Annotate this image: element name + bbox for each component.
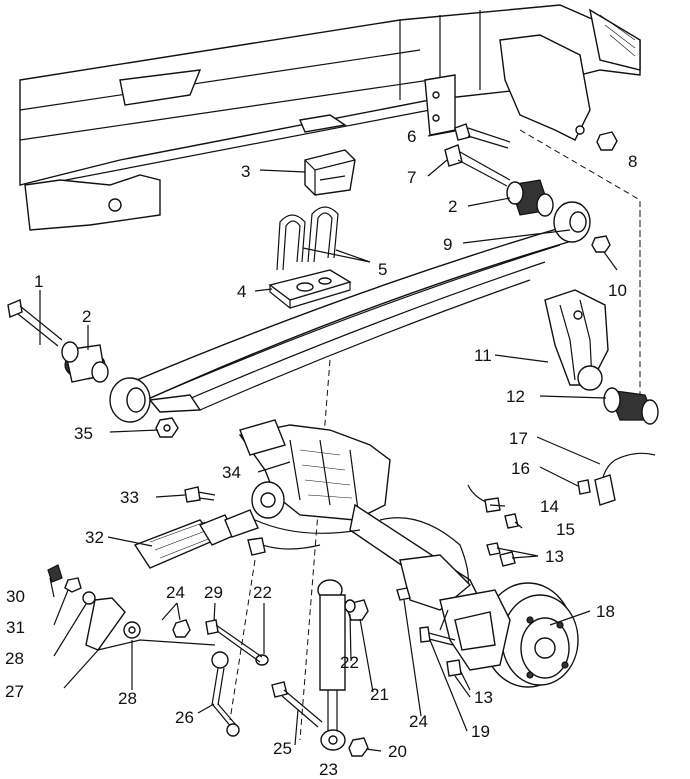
label-10: 10 <box>608 281 627 300</box>
label-6: 6 <box>407 127 416 146</box>
label-2-front: 2 <box>82 307 91 326</box>
front-bolt-part <box>7 299 63 347</box>
clip-15-part <box>504 513 519 529</box>
u-bolts-part <box>276 206 339 271</box>
label-22-upper: 22 <box>253 583 272 602</box>
nut-8-part <box>596 131 618 151</box>
rear-bushing-upper-part <box>506 179 554 217</box>
sensor-cable-part <box>594 452 656 506</box>
label-29: 29 <box>204 583 223 602</box>
nut-20-part <box>348 737 369 757</box>
label-12: 12 <box>506 387 525 406</box>
label-9: 9 <box>443 235 452 254</box>
label-18: 18 <box>596 602 615 621</box>
sensor-bolt-part <box>577 479 591 495</box>
bolt-7-part <box>444 144 511 187</box>
label-28-right: 28 <box>118 689 137 708</box>
label-25: 25 <box>273 739 292 758</box>
shock-absorber-part <box>317 579 346 751</box>
label-32: 32 <box>85 528 104 547</box>
label-26: 26 <box>175 708 194 727</box>
differential-housing-part <box>238 419 482 611</box>
label-31: 31 <box>6 618 25 637</box>
label-27: 27 <box>5 682 24 701</box>
label-33: 33 <box>120 488 139 507</box>
washer-22-lower-part <box>344 599 356 613</box>
nut-10-part <box>591 235 611 253</box>
label-3: 3 <box>241 162 250 181</box>
bushing-28-right-part <box>123 621 141 639</box>
label-15: 15 <box>556 520 575 539</box>
link-rod-part <box>211 651 240 737</box>
bolt-25-part <box>271 681 323 728</box>
nut-13-upper-part <box>486 542 516 567</box>
brake-hub-part <box>439 582 579 691</box>
nut-24-left-part <box>172 619 191 638</box>
bolt-33-part <box>184 486 216 503</box>
label-16: 16 <box>511 459 530 478</box>
bolt-29-part <box>205 619 263 663</box>
label-19: 19 <box>471 722 490 741</box>
label-20: 20 <box>388 742 407 761</box>
label-11: 11 <box>474 346 492 365</box>
label-24-right: 24 <box>409 712 428 731</box>
label-8: 8 <box>628 152 637 171</box>
rear-bushing-lower-part <box>603 387 659 425</box>
label-7: 7 <box>407 168 416 187</box>
nut-13-lower-part <box>446 659 462 677</box>
label-21: 21 <box>370 685 389 704</box>
label-13-upper: 13 <box>545 547 564 566</box>
bushing-28-left-part <box>82 591 96 605</box>
spring-plate-part <box>268 269 352 310</box>
part-number-labels: 1 2 2 3 4 5 6 7 8 9 10 11 12 13 13 14 15… <box>5 127 637 779</box>
bracket-27-part <box>85 597 216 651</box>
front-bushing-part <box>61 341 109 383</box>
label-4: 4 <box>237 282 246 301</box>
bolt-6-part <box>454 123 511 149</box>
vehicle-frame <box>19 4 641 231</box>
shackle-part <box>544 289 609 391</box>
label-1: 1 <box>34 272 43 291</box>
propeller-shaft-part <box>133 509 259 569</box>
washer-22-upper-part <box>255 654 269 666</box>
label-13-lower: 13 <box>474 688 493 707</box>
nut-31-part <box>64 577 82 593</box>
nut-35-part <box>155 417 179 438</box>
label-34: 34 <box>222 463 241 482</box>
bump-stop-part <box>304 149 356 196</box>
label-22-lower: 22 <box>340 653 359 672</box>
label-17: 17 <box>509 429 528 448</box>
label-5: 5 <box>378 260 387 279</box>
brake-hose-part <box>467 484 501 513</box>
label-2-rear: 2 <box>448 197 457 216</box>
label-35: 35 <box>74 424 93 443</box>
nut-24-right-part <box>396 587 411 601</box>
label-14: 14 <box>540 497 559 516</box>
label-23: 23 <box>319 760 338 779</box>
label-30: 30 <box>6 587 25 606</box>
clip-30-part <box>47 564 63 583</box>
leaf-spring-part <box>109 201 591 423</box>
label-28-left: 28 <box>5 649 24 668</box>
guide-lines <box>229 129 641 741</box>
leader-lines <box>39 130 618 752</box>
label-24-left: 24 <box>166 583 185 602</box>
